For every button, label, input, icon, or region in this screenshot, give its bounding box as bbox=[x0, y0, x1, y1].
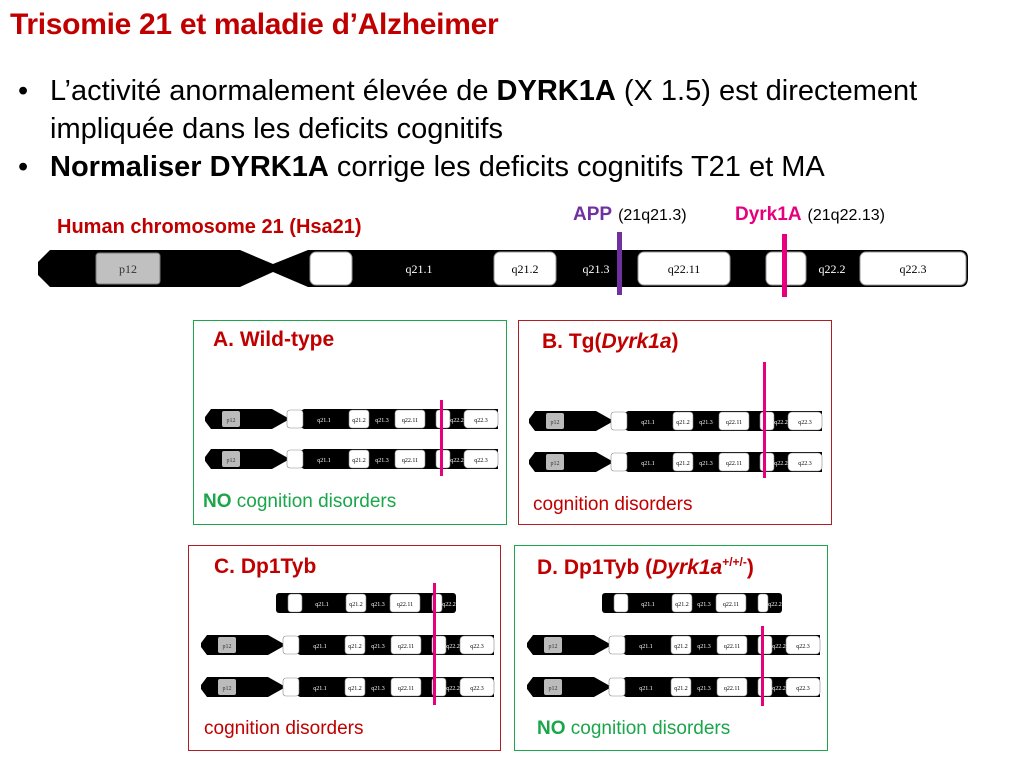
band-label: q21.3 bbox=[583, 262, 610, 276]
panel-c-note: cognition disorders bbox=[204, 718, 364, 739]
dyrk1a-marker bbox=[433, 583, 436, 705]
band-label: q22.11 bbox=[668, 262, 701, 276]
band-label: p12 bbox=[119, 262, 137, 276]
slide-title: Trisomie 21 et maladie d’Alzheimer bbox=[10, 8, 499, 41]
band-label: q21.2 bbox=[512, 262, 539, 276]
app-gene-label: APP(21q21.3) bbox=[573, 204, 687, 225]
band-label: q22.2 bbox=[819, 262, 846, 276]
band-p12 bbox=[95, 252, 161, 285]
panel-a-note: NO cognition disorders bbox=[203, 491, 397, 512]
panel-wild-type bbox=[193, 320, 507, 525]
panel-tg-dyrk1a bbox=[518, 320, 832, 525]
panel-a-title: A. Wild-type bbox=[213, 328, 335, 351]
bullet-list: L’activité anormalement élevée de DYRK1A… bbox=[18, 72, 1018, 186]
panel-dp1tyb-dyrk1a bbox=[514, 545, 828, 751]
panel-c-title: C. Dp1Tyb bbox=[214, 555, 317, 578]
panel-dp1tyb bbox=[188, 545, 501, 751]
chromosome-label: Human chromosome 21 (Hsa21) bbox=[57, 216, 362, 238]
band-q21-2 bbox=[493, 251, 557, 286]
app-marker bbox=[617, 232, 622, 295]
dyrk1a-marker bbox=[763, 362, 766, 478]
panel-b-note: cognition disorders bbox=[533, 494, 693, 515]
band-white bbox=[309, 251, 353, 286]
band-label: q22.3 bbox=[900, 262, 927, 276]
band-label: q21.1 bbox=[406, 262, 433, 276]
band-q22-11 bbox=[637, 251, 731, 286]
dyrk1a-marker bbox=[761, 626, 764, 706]
dyrk1a-marker bbox=[782, 234, 787, 297]
bullet-item: L’activité anormalement élevée de DYRK1A… bbox=[18, 72, 1018, 148]
panel-b-title: B. Tg(Dyrk1a) bbox=[542, 330, 679, 353]
dyrk1a-gene-label: Dyrk1A(21q22.13) bbox=[735, 204, 885, 225]
hsa21-chromosome: p12 q21.1 q21.2 q21.3 q22.11 q22.2 q22.3 bbox=[38, 232, 968, 297]
dyrk1a-marker bbox=[440, 400, 443, 476]
panel-d-title: D. Dp1Tyb (Dyrk1a+/+/-) bbox=[537, 555, 754, 579]
bullet-item: Normaliser DYRK1A corrige les deficits c… bbox=[18, 148, 1018, 186]
band-q22-3 bbox=[859, 251, 967, 286]
panel-d-note: NO cognition disorders bbox=[537, 718, 731, 739]
